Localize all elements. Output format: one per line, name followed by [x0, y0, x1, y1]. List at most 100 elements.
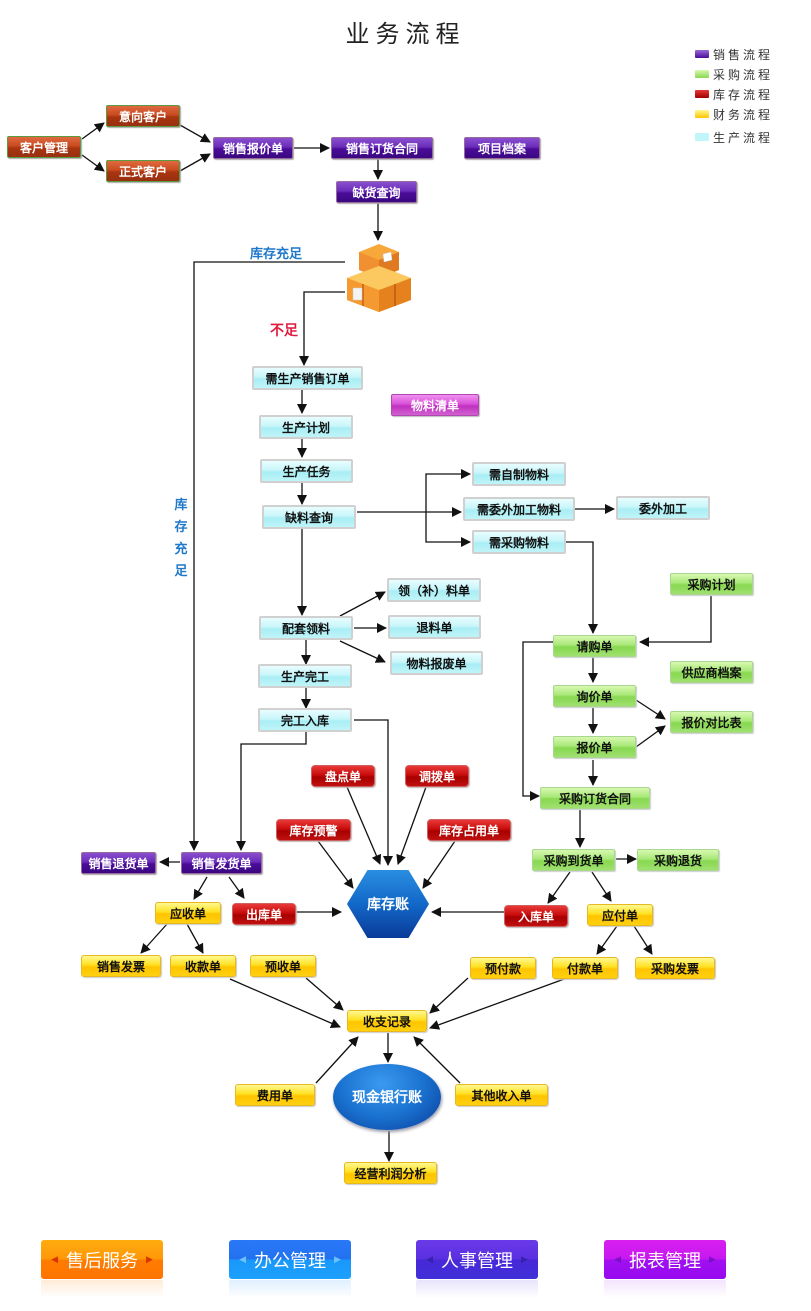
node-cash-bank[interactable]: 现金银行账: [333, 1064, 441, 1130]
arrow-customer-to-intent: [81, 122, 105, 140]
chevron-left-icon: ◀: [239, 1254, 246, 1265]
node-prepayment[interactable]: 预付款: [470, 957, 536, 979]
node-material-return[interactable]: 退料单: [388, 615, 481, 639]
node-outbound[interactable]: 出库单: [232, 903, 296, 925]
arrow-other-to-ie: [413, 1036, 461, 1084]
node-sales-delivery[interactable]: 销售发货单: [181, 852, 262, 874]
node-supplier-archive[interactable]: 供应商档案: [670, 661, 753, 683]
chevron-right-icon: ▶: [521, 1254, 528, 1265]
node-production-sales-order[interactable]: 需生产销售订单: [252, 366, 363, 390]
node-profit-analysis[interactable]: 经营利润分析: [344, 1162, 437, 1184]
node-receipt[interactable]: 收款单: [170, 955, 236, 977]
arrow-quotation-to-compare: [635, 725, 666, 748]
legend: 销售流程 采购流程 库存流程 财务流程 生产流程: [695, 44, 773, 148]
legend-swatch-finance: [695, 110, 709, 118]
node-material-scrap[interactable]: 物料报废单: [390, 651, 483, 675]
arrow-requisition-to-scrap: [339, 640, 386, 663]
arrow-receipt-to-ie: [229, 978, 341, 1028]
node-outsourced-material[interactable]: 需委外加工物料: [463, 497, 575, 521]
node-production-complete[interactable]: 生产完工: [258, 664, 352, 688]
node-completion-warehousing[interactable]: 完工入库: [258, 708, 352, 732]
node-supplement-requisition[interactable]: 领（补）料单: [387, 578, 481, 602]
node-purchase-request[interactable]: 请购单: [553, 635, 636, 657]
arrow-occupancy-to-ledger: [422, 840, 456, 889]
node-sales-return[interactable]: 销售退货单: [81, 852, 156, 874]
chevron-left-icon: ◀: [614, 1254, 621, 1265]
node-production-task[interactable]: 生产任务: [260, 459, 353, 483]
node-sales-invoice[interactable]: 销售发票: [81, 955, 161, 977]
legend-item-inventory: 库存流程: [695, 84, 773, 104]
node-purchase-contract[interactable]: 采购订货合同: [540, 787, 650, 809]
node-purchase-material[interactable]: 需采购物料: [472, 530, 566, 554]
node-purchase-invoice[interactable]: 采购发票: [635, 957, 715, 979]
arrow-intent-to-quote: [179, 124, 211, 143]
arrow-plan-to-request: [639, 596, 712, 647]
node-outsourcing[interactable]: 委外加工: [616, 496, 710, 520]
node-purchase-arrival[interactable]: 采购到货单: [532, 849, 615, 871]
arrow-box-to-sales-delivery: [189, 261, 345, 851]
arrow-warehousing-to-delivery: [236, 732, 307, 851]
node-sales-quote[interactable]: 销售报价单: [213, 137, 293, 159]
hr-management-button[interactable]: ◀人事管理▶: [416, 1240, 538, 1298]
node-income-expense[interactable]: 收支记录: [347, 1010, 427, 1032]
node-material-shortage[interactable]: 缺料查询: [262, 505, 356, 529]
node-material-requisition[interactable]: 配套领料: [259, 616, 353, 640]
label-stock-sufficient-vertical: 库 存 充 足: [174, 498, 188, 579]
node-stock-alert[interactable]: 库存预警: [276, 819, 351, 841]
node-intent-customer[interactable]: 意向客户: [106, 105, 180, 127]
arrow-requisition-to-supplement: [339, 591, 386, 617]
legend-swatch-purchase: [695, 70, 709, 78]
chevron-right-icon: ▶: [334, 1254, 341, 1265]
legend-swatch-inventory: [695, 90, 709, 98]
legend-item-production: 生产流程: [695, 126, 773, 148]
chevron-right-icon: ▶: [146, 1254, 153, 1265]
arrow-delivery-to-receivable: [193, 876, 208, 900]
node-inquiry[interactable]: 询价单: [553, 685, 636, 707]
node-production-plan[interactable]: 生产计划: [259, 415, 353, 439]
arrow-box-to-production-order: [299, 291, 345, 366]
arrow-arrival-to-inbound: [547, 871, 571, 904]
node-payment[interactable]: 付款单: [552, 957, 618, 979]
node-advance-receipt[interactable]: 预收单: [250, 955, 316, 977]
legend-item-sales: 销售流程: [695, 44, 773, 64]
arrow-customer-to-formal: [81, 154, 105, 172]
arrow-request-to-contract: [522, 641, 553, 801]
node-customer-management[interactable]: 客户管理: [7, 136, 81, 158]
page-title: 业务流程: [345, 20, 466, 48]
node-inbound[interactable]: 入库单: [504, 905, 568, 927]
arrow-prepay-to-ie: [429, 977, 469, 1014]
node-bom[interactable]: 物料清单: [391, 394, 479, 416]
node-stock-check[interactable]: 缺货查询: [336, 181, 417, 203]
node-stock-occupancy[interactable]: 库存占用单: [427, 819, 511, 841]
node-other-income[interactable]: 其他收入单: [455, 1084, 548, 1106]
after-sales-button[interactable]: ◀售后服务▶: [41, 1240, 163, 1298]
node-transfer[interactable]: 调拨单: [405, 765, 469, 787]
node-quotation-compare[interactable]: 报价对比表: [670, 711, 753, 733]
arrow-to-purchase-material: [425, 512, 471, 547]
legend-swatch-sales: [695, 50, 709, 58]
node-expense[interactable]: 费用单: [235, 1084, 315, 1106]
report-management-button[interactable]: ◀报表管理▶: [604, 1240, 726, 1298]
node-formal-customer[interactable]: 正式客户: [106, 160, 180, 182]
node-sales-contract[interactable]: 销售订货合同: [331, 137, 433, 159]
legend-item-finance: 财务流程: [695, 104, 773, 124]
arrow-warehousing-to-ledger: [354, 719, 393, 866]
node-purchase-return[interactable]: 采购退货: [637, 849, 719, 871]
node-receivable[interactable]: 应收单: [155, 902, 221, 924]
chevron-right-icon: ▶: [709, 1254, 716, 1265]
label-stock-sufficient: 库存充足: [250, 247, 303, 262]
node-quotation[interactable]: 报价单: [553, 736, 636, 758]
arrow-payment-to-ie: [429, 977, 568, 1030]
arrow-receivable-to-receipt: [186, 923, 204, 954]
node-stocktake[interactable]: 盘点单: [311, 765, 375, 787]
node-purchase-plan[interactable]: 采购计划: [670, 573, 753, 595]
node-project-archive[interactable]: 项目档案: [464, 137, 540, 159]
arrow-inquiry-to-compare: [635, 699, 666, 720]
chevron-left-icon: ◀: [426, 1254, 433, 1265]
node-payable[interactable]: 应付单: [587, 904, 653, 926]
office-management-button[interactable]: ◀办公管理▶: [229, 1240, 351, 1298]
legend-item-purchase: 采购流程: [695, 64, 773, 84]
node-self-made-material[interactable]: 需自制物料: [472, 462, 566, 486]
arrow-arrival-to-payable: [591, 871, 612, 902]
arrow-purchase-material-to-request: [566, 541, 598, 634]
